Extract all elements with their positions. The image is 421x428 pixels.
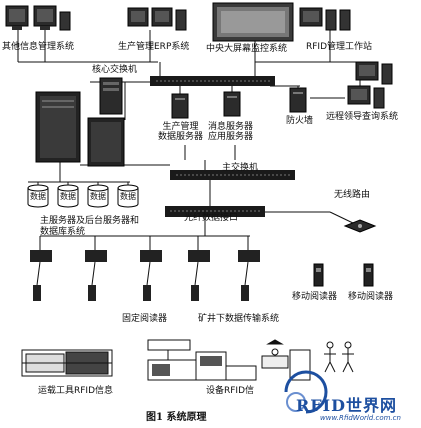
monitor-icon	[127, 7, 149, 27]
mobile-reader-icon	[363, 263, 374, 287]
label-main-switch: 主交换机	[222, 163, 259, 173]
core-switch-bar	[150, 76, 275, 86]
monitor-icon	[5, 5, 29, 30]
monitor-icon	[347, 85, 371, 105]
main-switch-bar	[170, 170, 295, 180]
mobile-reader-icon	[313, 263, 324, 287]
monitor-icon	[299, 7, 323, 27]
label-fiber-interface: 光纤数据接口	[184, 213, 239, 223]
top-row-devices	[5, 2, 351, 42]
antenna-icon	[33, 285, 41, 301]
database-group	[27, 184, 139, 208]
label-firewall: 防火墙	[286, 116, 314, 126]
label-msg-app-server: 消息服务器 应用服务器	[208, 122, 254, 142]
label-fixed-reader: 固定阅读器	[122, 314, 168, 324]
antenna-icon	[143, 285, 151, 301]
label-vehicle-rfid: 运载工具RFID信息	[38, 386, 114, 396]
label-production-erp: 生产管理ERP系统	[118, 42, 190, 52]
label-other-info: 其他信息管理系统	[2, 42, 75, 52]
label-rfid-station: RFID管理工作站	[306, 42, 373, 52]
fiber-interface-bar	[165, 206, 265, 217]
reader-base-icon	[30, 250, 52, 262]
desktop-pc-icon	[325, 9, 337, 31]
label-mobile-reader-2: 移动阅读器	[348, 292, 394, 302]
label-mobile-reader-1: 移动阅读器	[292, 292, 338, 302]
reader-base-icon	[140, 250, 162, 262]
desktop-pc-icon	[59, 11, 71, 31]
server-rack-icon	[35, 91, 81, 163]
reader-base-icon	[238, 250, 260, 262]
label-prod-db-server: 生产管理 数据服务器	[158, 122, 204, 142]
desktop-pc-icon	[175, 9, 187, 31]
database-icon	[87, 184, 109, 208]
big-screen-icon	[212, 2, 294, 42]
monitor-icon	[33, 5, 57, 30]
reader-base-icon	[188, 250, 210, 262]
monitor-icon	[151, 7, 173, 27]
server-icon	[171, 93, 189, 119]
monitor-icon	[355, 61, 379, 81]
database-icon	[27, 184, 49, 208]
label-remote-query: 远程领导查询系统	[326, 112, 399, 122]
db-label: 数据	[30, 192, 46, 201]
vehicle-icon	[21, 349, 113, 377]
db-label: 数据	[60, 192, 76, 201]
db-label: 数据	[90, 192, 106, 201]
database-icon	[117, 184, 139, 208]
label-core-switch: 核心交换机	[92, 65, 138, 75]
antenna-icon	[88, 285, 96, 301]
figure-caption: 图1 系统原理	[146, 412, 207, 423]
wireless-router-icon	[343, 219, 377, 233]
server-icon	[223, 91, 241, 117]
label-mine-transmission: 矿井下数据传输系统	[198, 314, 280, 324]
reader-base-icon	[85, 250, 107, 262]
desktop-pc-icon	[339, 9, 351, 31]
label-wireless-router: 无线路由	[334, 190, 371, 200]
core-switch-icon	[99, 77, 123, 115]
desktop-pc-icon	[373, 87, 385, 109]
connection-lines	[17, 30, 375, 381]
equipment-icon	[147, 351, 257, 381]
label-main-servers: 主服务器及后台服务器和 数据库系统	[40, 216, 140, 237]
server-rack-icon	[87, 117, 125, 167]
personnel-icon	[261, 339, 354, 373]
database-icon	[57, 184, 79, 208]
antenna-icon	[191, 285, 199, 301]
rfid-world-logo	[284, 370, 328, 414]
firewall-icon	[289, 87, 307, 113]
logo-brand: RFID世界网	[296, 396, 398, 415]
antenna-icon	[241, 285, 249, 301]
label-equipment-rfid: 设备RFID信	[206, 386, 255, 396]
db-label: 数据	[120, 192, 136, 201]
logo-url: www.RfidWorld.com.cn	[320, 414, 401, 422]
fixed-readers	[30, 250, 260, 301]
label-central-screen: 中央大屏幕监控系统	[206, 44, 288, 54]
desktop-pc-icon	[381, 63, 393, 85]
